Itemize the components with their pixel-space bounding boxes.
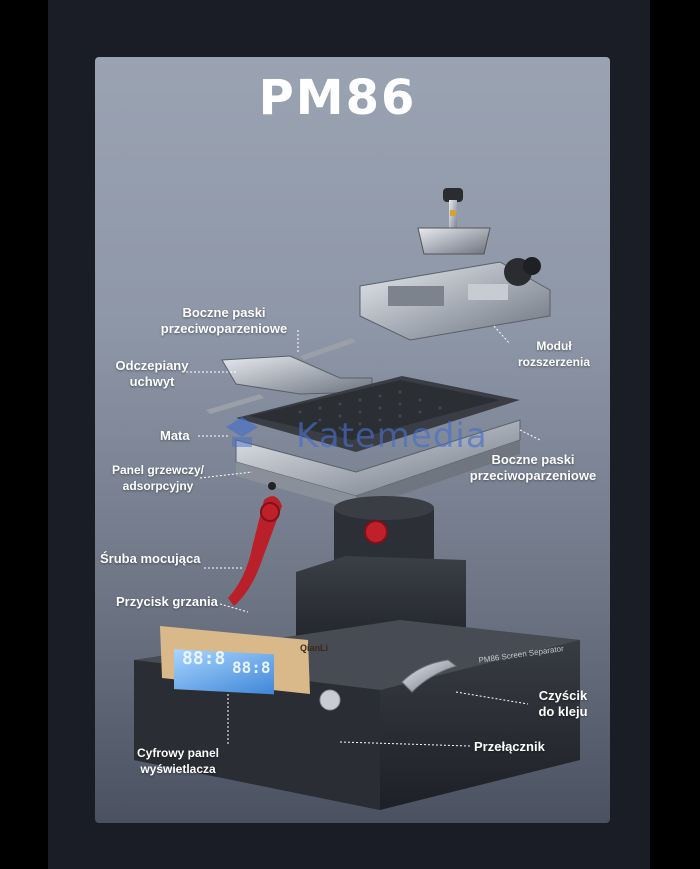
label-side-strips-right-line1: Boczne paski (491, 452, 575, 467)
label-glue-scraper: Czyścik do kleju (528, 688, 598, 720)
watermark-logo (226, 417, 258, 447)
label-switch: Przełącznik (474, 739, 545, 754)
label-detachable-holder-line1: Odczepiany (115, 358, 189, 373)
device-brand: QianLi (300, 643, 329, 653)
label-detachable-holder-line2: uchwyt (129, 374, 175, 389)
label-digital-display: Cyfrowy panel wyświetlacza (128, 745, 228, 777)
watermark-text: Katemedia (296, 416, 488, 456)
label-side-strips-left-line1: Boczne paski (182, 305, 266, 320)
label-extension-module: Moduł rozszerzenia (509, 338, 599, 370)
label-side-strips-left-line2: przeciwoparzeniowe (160, 321, 288, 336)
label-side-strips-left: Boczne paski przeciwoparzeniowe (149, 305, 299, 337)
label-glue-scraper-line2: do kleju (538, 704, 588, 719)
label-detachable-holder: Odczepiany uchwyt (106, 358, 198, 390)
label-heat-button: Przycisk grzania (116, 594, 218, 609)
lcd-left-readout: 88:8 (182, 648, 226, 669)
label-heating-panel: Panel grzewczy/ adsorpcyjny (102, 462, 214, 494)
extension-module (359, 257, 551, 341)
label-heating-panel-line1: Panel grzewczy/ (111, 463, 205, 477)
label-side-strips-right-line2: przeciwoparzeniowe (469, 468, 597, 483)
label-glue-scraper-line1: Czyścik (538, 688, 588, 703)
lcd-right-readout: 88:8 (232, 658, 271, 677)
label-side-strips-right: Boczne paski przeciwoparzeniowe (458, 452, 608, 484)
label-digital-display-line1: Cyfrowy panel (136, 746, 220, 760)
top-knob (417, 188, 491, 255)
label-extension-module-line2: rozszerzenia (517, 355, 591, 369)
page-title: PM86 (258, 70, 417, 126)
label-extension-module-line1: Moduł (536, 339, 572, 353)
label-digital-display-line2: wyświetlacza (140, 762, 216, 776)
label-heating-panel-line2: adsorpcyjny (122, 479, 194, 493)
label-clamp-screw: Śruba mocująca (100, 551, 201, 566)
label-mat: Mata (160, 428, 190, 443)
